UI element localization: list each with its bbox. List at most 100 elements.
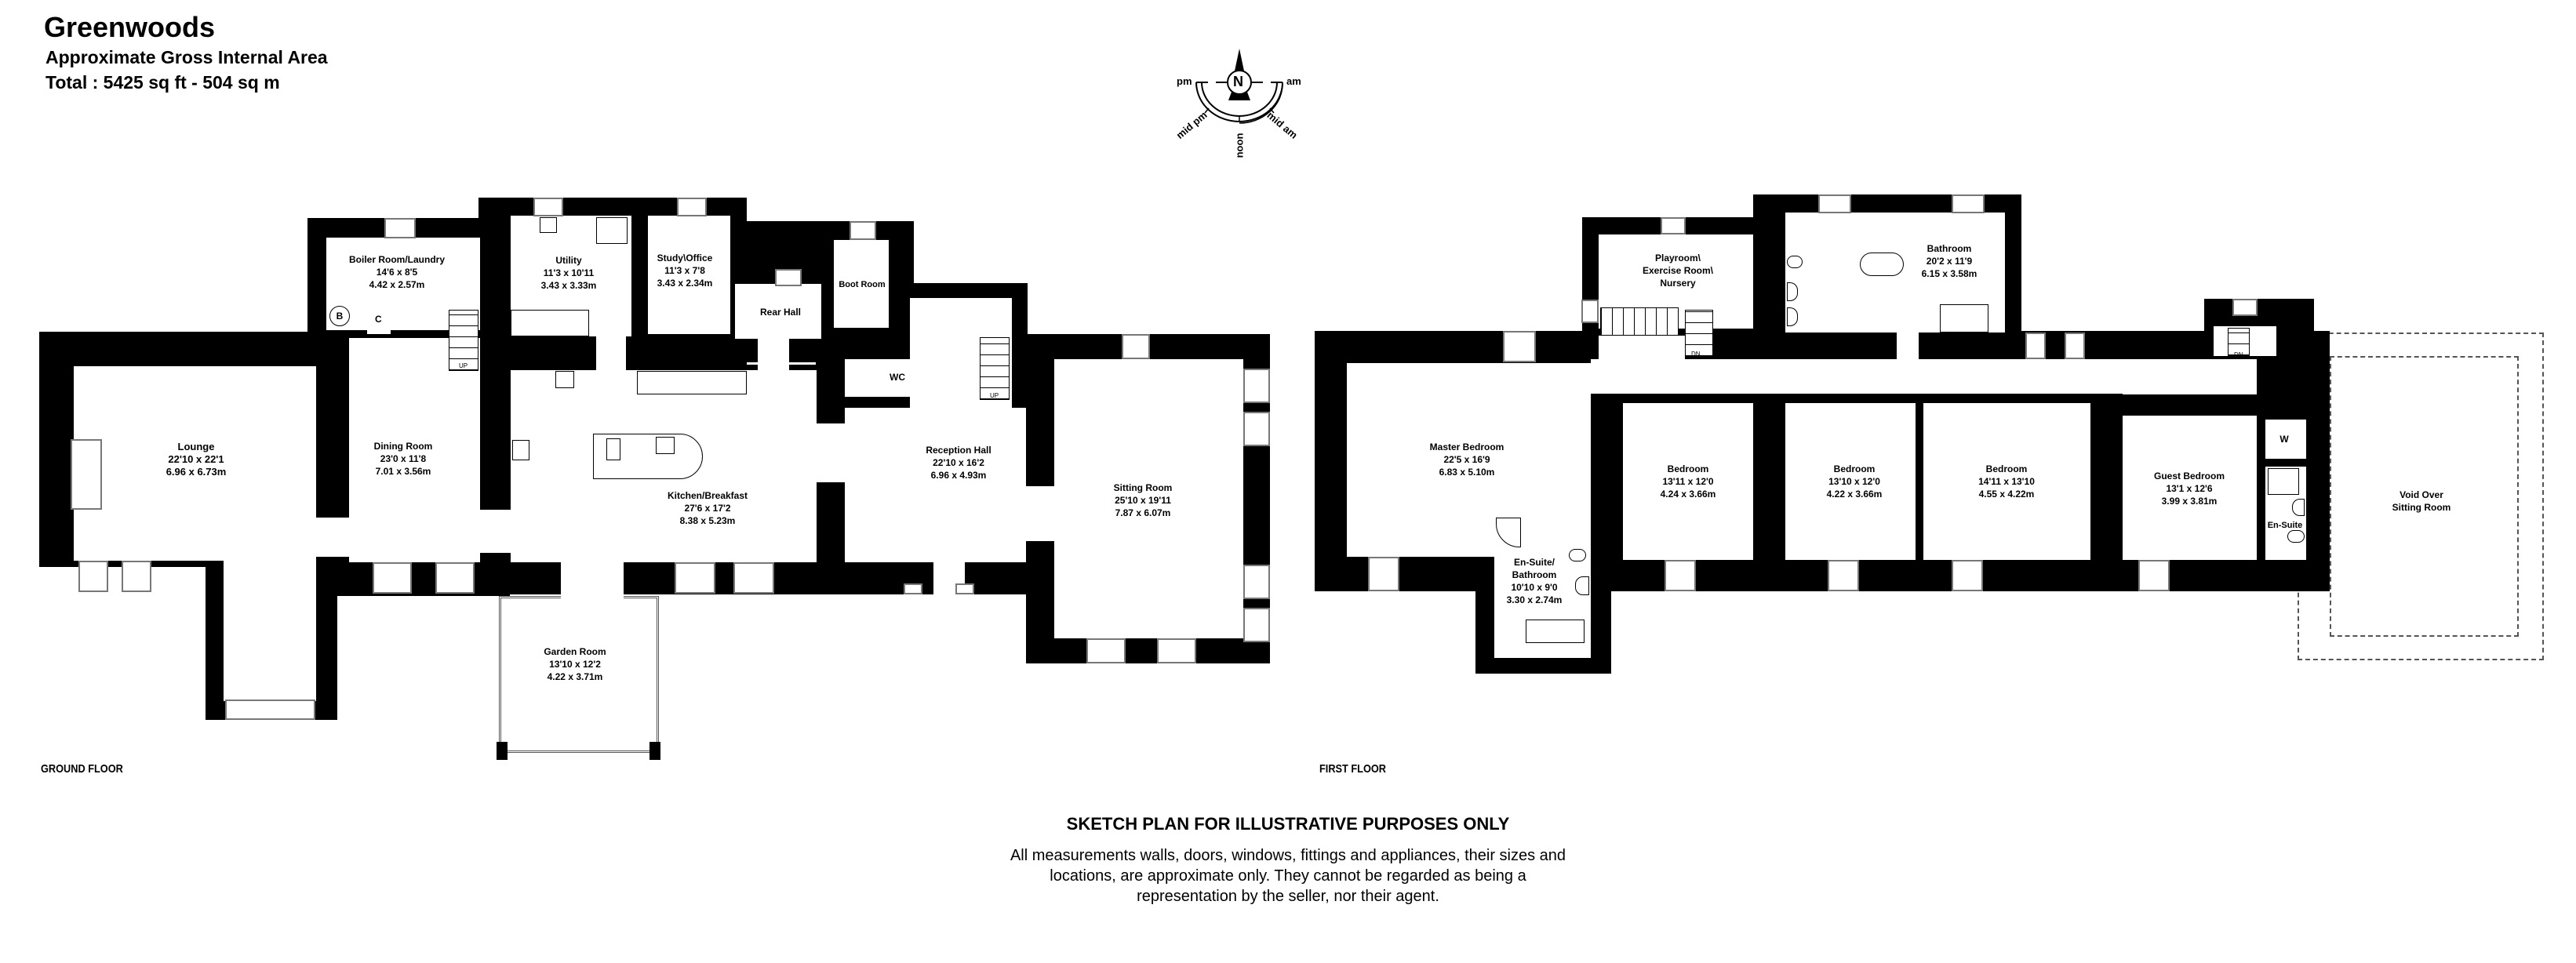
window <box>1818 194 1851 213</box>
stairs-down-label: DN <box>2234 351 2243 358</box>
window <box>225 700 315 720</box>
window <box>677 198 707 216</box>
window <box>78 561 108 592</box>
room-bedroom-2 <box>1785 403 1916 560</box>
room-utility-passage <box>596 333 626 372</box>
window <box>675 562 715 594</box>
window <box>904 583 922 594</box>
window <box>1661 217 1686 234</box>
room-label-lounge: Lounge 22'10 x 22'1 6.96 x 6.73m <box>166 441 227 478</box>
room-label-master-bedroom: Master Bedroom 22'5 x 16'9 6.83 x 5.10m <box>1429 442 1504 478</box>
room-label-bedroom-3: Bedroom 14'11 x 13'10 4.55 x 4.22m <box>1978 463 2035 500</box>
window <box>2138 560 2170 591</box>
room-label-guest-ensuite: En-Suite <box>2267 521 2303 530</box>
room-bedroom-1 <box>1623 403 1753 560</box>
window <box>1086 638 1126 663</box>
room-label-utility: Utility 11'3 x 10'11 3.43 x 3.33m <box>540 255 597 291</box>
window <box>435 562 475 594</box>
window <box>1122 334 1150 359</box>
room-label-bedroom-2: Bedroom 13'10 x 12'0 4.22 x 3.66m <box>1826 463 1883 500</box>
window <box>2025 333 2046 359</box>
window <box>1157 638 1196 663</box>
room-rear-hall-passage <box>758 336 789 373</box>
stairs <box>980 337 1010 400</box>
void-outline-inner <box>2330 356 2519 637</box>
room-lounge <box>74 366 316 561</box>
first-floor-label: FIRST FLOOR <box>1319 762 1386 776</box>
room-landing-right <box>2123 359 2257 394</box>
room-sitting <box>1054 359 1243 638</box>
room-garden <box>499 596 659 753</box>
room-label-wc: WC <box>890 372 905 383</box>
room-label-reception: Reception Hall 22'10 x 16'2 6.96 x 4.93m <box>926 445 991 481</box>
worktop <box>637 371 747 394</box>
room-reception <box>845 408 1026 562</box>
cooker-icon <box>512 440 529 460</box>
room-label-study: Study\Office 11'3 x 7'8 3.43 x 2.34m <box>657 253 713 289</box>
toilet-icon <box>1569 549 1586 561</box>
room-rear-hall <box>735 284 821 339</box>
window <box>384 218 416 238</box>
window <box>1828 560 1859 591</box>
shower-icon <box>596 217 628 244</box>
compass-north: N <box>1233 74 1243 89</box>
bathtub-icon <box>1526 620 1585 643</box>
compass-pm: pm <box>1177 75 1192 87</box>
opening <box>1020 486 1059 541</box>
window <box>373 562 412 594</box>
window <box>1243 412 1270 446</box>
room-boot <box>834 240 889 328</box>
room-label-bathroom: Bathroom 20'2 x 11'9 6.15 x 3.58m <box>1921 243 1977 279</box>
room-label-kitchen: Kitchen/Breakfast 27'6 x 17'2 8.38 x 5.2… <box>667 490 748 526</box>
opening <box>561 558 624 599</box>
compass-noon: noon <box>1233 133 1246 158</box>
room-landing-top <box>1599 336 1685 367</box>
window <box>122 561 151 592</box>
window <box>2232 299 2258 316</box>
bathtub-icon <box>1860 253 1904 276</box>
compass-icon <box>1195 49 1283 124</box>
compass: N pm am mid pm mid am noon <box>1174 47 1310 165</box>
room-bedroom-3 <box>1923 403 2090 560</box>
room-label-dining: Dining Room 23'0 x 11'8 7.01 x 3.56m <box>373 441 433 477</box>
window <box>1952 560 1983 591</box>
compass-am: am <box>1286 75 1301 87</box>
boiler-icon: B <box>329 306 350 326</box>
stairs <box>1685 310 1713 357</box>
shower-icon <box>1940 304 1988 333</box>
basin-icon <box>1787 307 1798 326</box>
disclaimer-title: SKETCH PLAN FOR ILLUSTRATIVE PURPOSES ON… <box>1066 814 1510 834</box>
window <box>733 562 774 594</box>
window <box>1952 194 1985 213</box>
window <box>533 198 563 216</box>
wall <box>649 742 660 760</box>
room-label-boot-room: Boot Room <box>839 280 886 289</box>
window <box>1503 331 1536 362</box>
room-label-master-ensuite: En-Suite/ Bathroom 10'10 x 9'0 3.30 x 2.… <box>1506 557 1563 605</box>
cupboard-marker: C <box>375 314 382 325</box>
stairs <box>2228 328 2250 356</box>
stairs <box>1600 307 1679 336</box>
stairs-up-label: UP <box>459 362 468 369</box>
opening <box>475 510 515 553</box>
room-label-wardrobe: W <box>2279 434 2289 445</box>
window <box>955 583 974 594</box>
basin-icon <box>2292 499 2305 516</box>
room-study <box>648 216 730 334</box>
window <box>71 439 102 510</box>
window <box>850 221 876 240</box>
area-subtitle: Approximate Gross Internal Area <box>45 47 328 67</box>
window <box>1243 369 1270 403</box>
stairs-down-label: DN <box>1691 351 1701 358</box>
room-guest-bedroom <box>2123 416 2257 560</box>
window <box>1243 565 1270 599</box>
toilet-icon <box>2287 530 2305 543</box>
window <box>1665 560 1696 591</box>
disclaimer-body: All measurements walls, doors, windows, … <box>1010 847 1566 905</box>
room-label-guest-bedroom: Guest Bedroom 13'1 x 12'6 3.99 x 3.81m <box>2153 471 2225 507</box>
room-label-sitting: Sitting Room 25'10 x 19'11 7.87 x 6.07m <box>1113 482 1173 518</box>
room-label-playroom: Playroom\ Exercise Room\ Nursery <box>1642 253 1714 289</box>
wall <box>497 742 508 760</box>
room-label-rear-hall: Rear Hall <box>759 307 802 318</box>
stairs-up-label: UP <box>990 392 999 399</box>
